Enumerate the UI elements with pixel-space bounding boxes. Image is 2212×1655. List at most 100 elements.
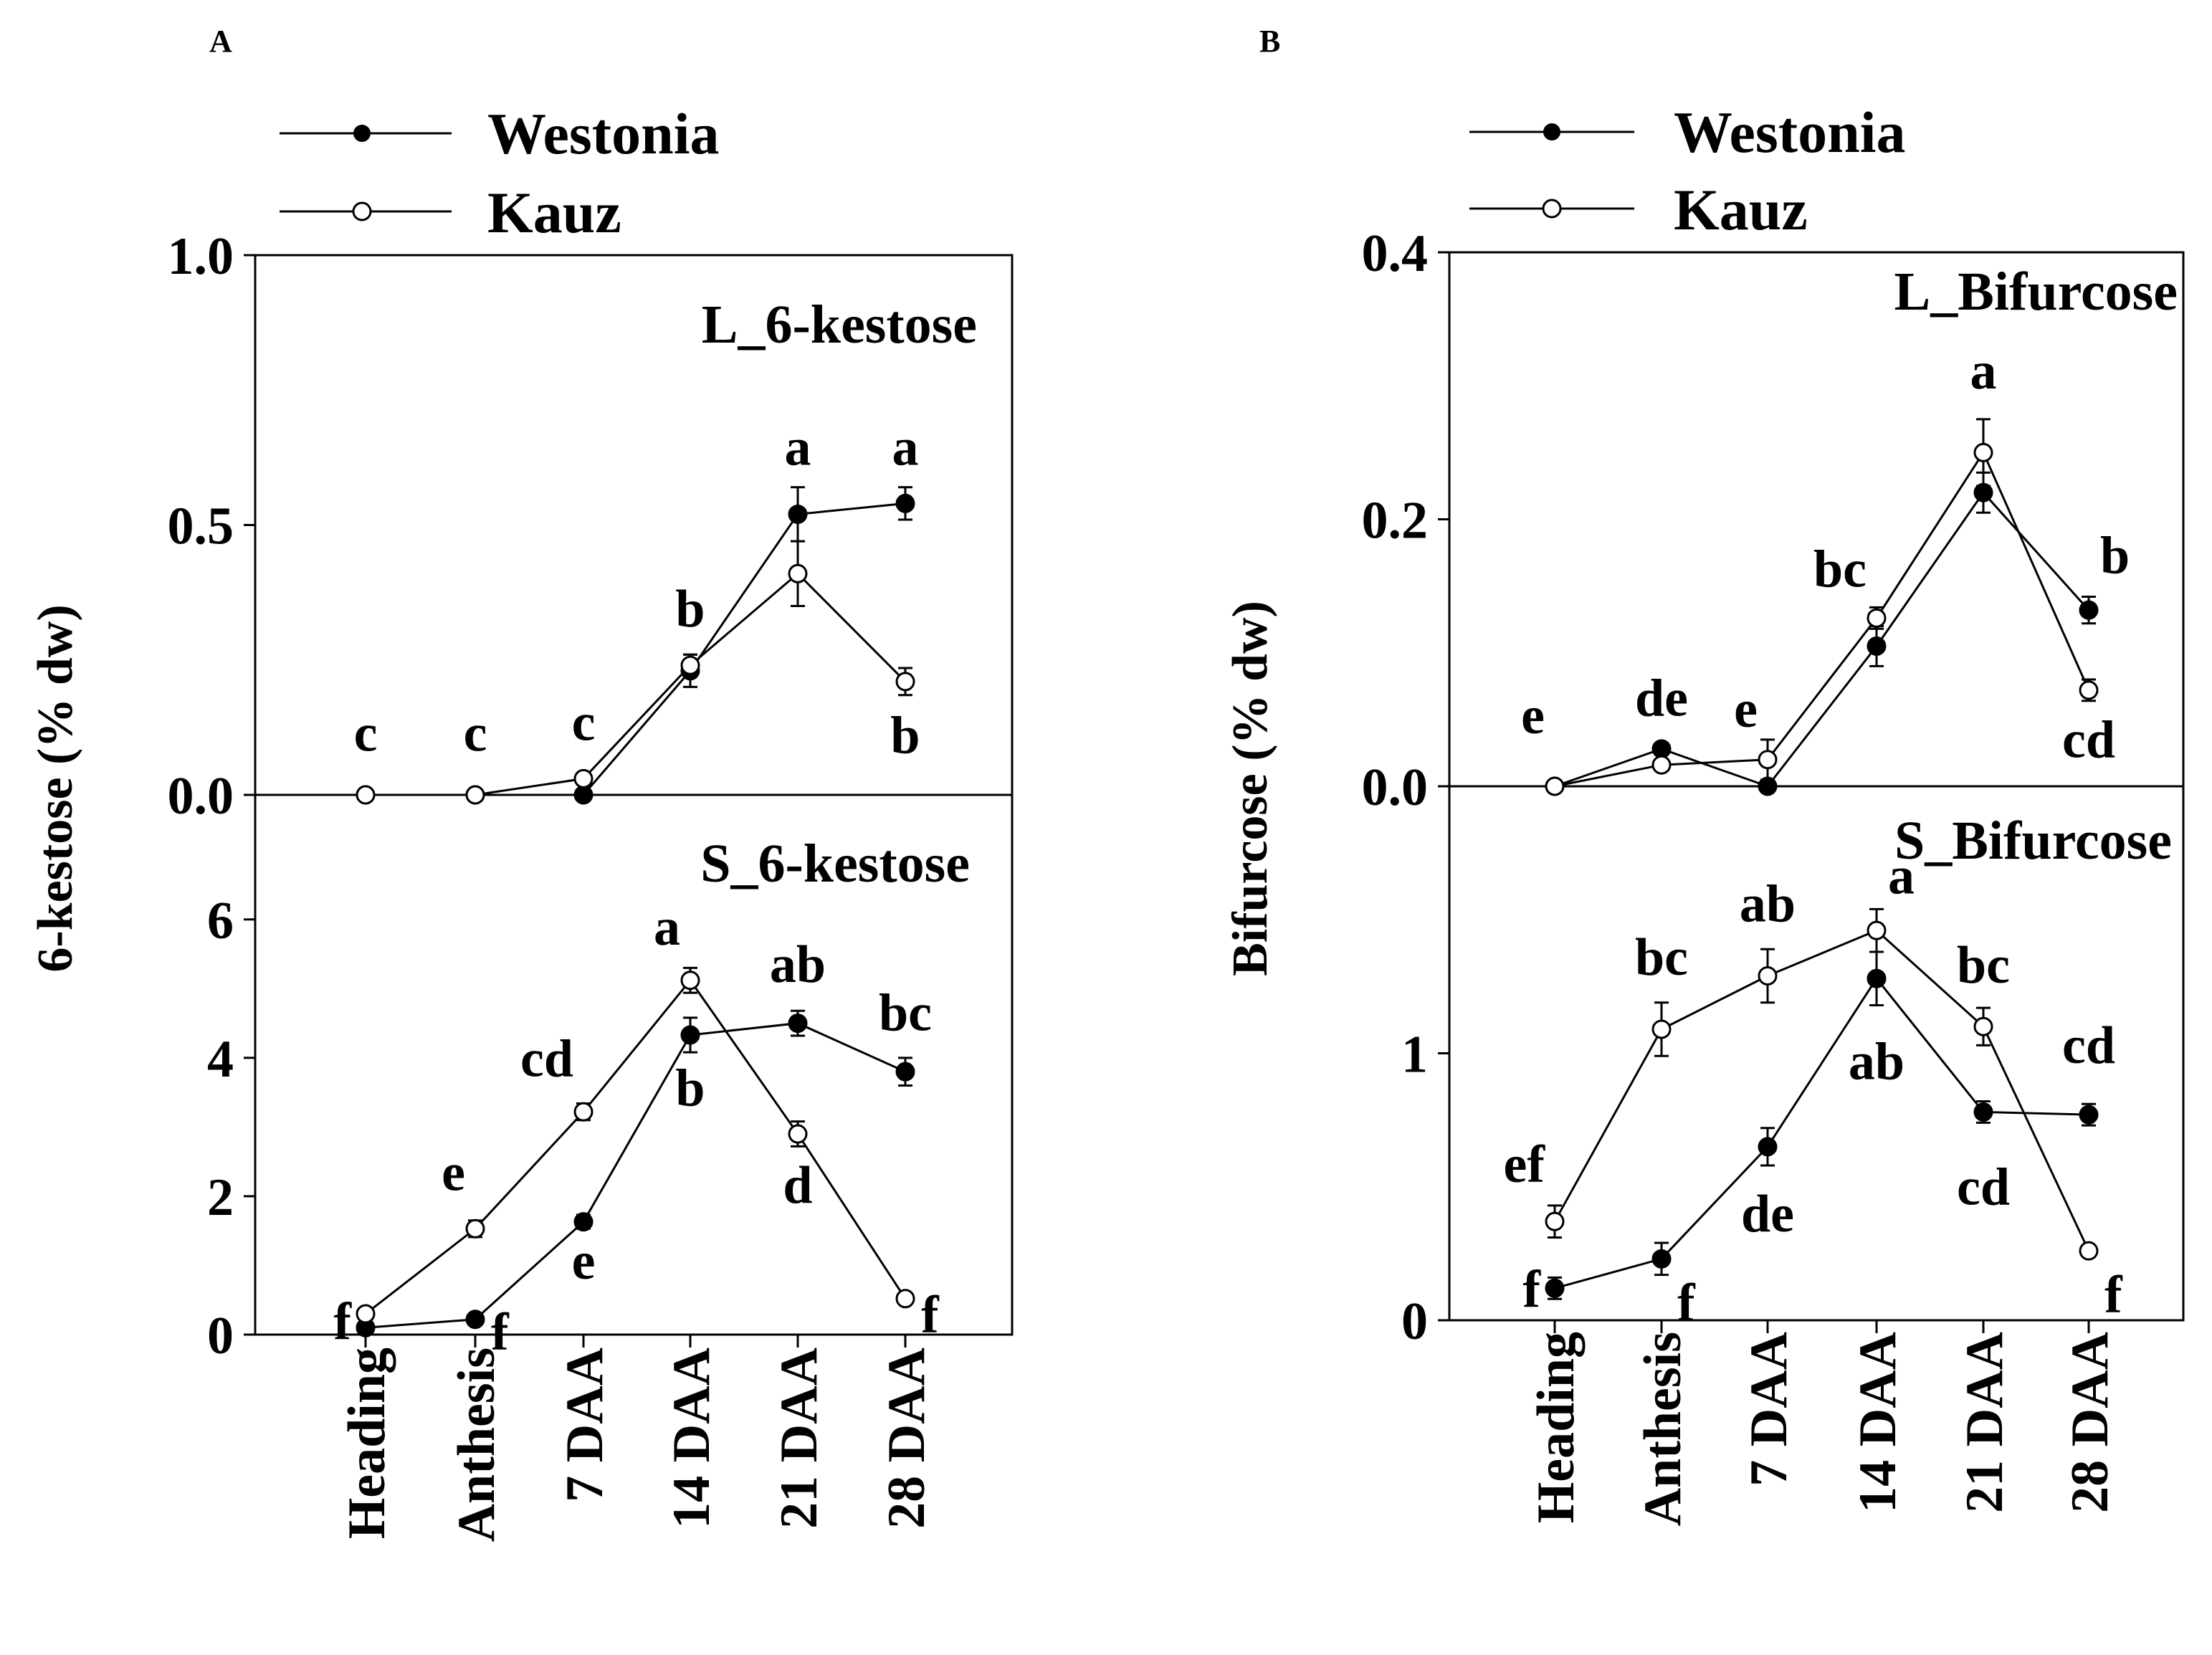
series-line-kauz [1554,450,2090,788]
significance-label: a [1970,342,1997,401]
significance-label: de [1635,669,1688,728]
y-tick-label: 0 [207,1307,234,1365]
y-tick-label: 1.0 [168,227,234,286]
kauz-data-point [465,1218,485,1239]
y-tick-label: 0.2 [1362,492,1429,550]
x-category-label: 14 DAA [1849,1332,1907,1513]
significance-label: ab [1740,874,1796,933]
open-circle-marker-icon [352,201,372,221]
significance-label: d [783,1156,812,1215]
open-circle-marker-icon [1542,199,1562,219]
significance-label: b [2100,527,2130,586]
kauz-data-point [788,563,808,583]
kauz-data-point [1867,608,1887,628]
significance-label: e [1734,680,1758,739]
westonia-data-point [2079,1105,2099,1125]
significance-label: e [1521,687,1545,745]
significance-label: de [1741,1185,1794,1244]
panel-letter-a: A [209,24,232,59]
legend-a: Westonia Kauz [280,101,719,245]
kauz-data-point [1651,755,1672,775]
series-line-westonia [1554,976,2089,1289]
kauz-data-point [465,785,485,805]
y-tick-label: 0.4 [1362,224,1429,283]
x-category-label: Heading [338,1348,396,1539]
x-category-label: 21 DAA [1955,1332,2014,1513]
kauz-data-point [680,970,700,991]
significance-label: ef [1504,1135,1546,1194]
significance-label: f [491,1303,510,1362]
significance-label: cd [2062,1016,2115,1075]
kauz-data-point [1867,920,1887,940]
x-category-label: 28 DAA [877,1348,936,1529]
y-tick-label: 0.0 [168,767,234,826]
legend-b: Westonia Kauz [1469,100,1905,242]
westonia-data-point [895,1062,915,1082]
x-category-label: 7 DAA [1740,1332,1798,1487]
significance-label: b [890,707,920,766]
significance-label: b [675,1059,705,1118]
series-line-westonia [1554,490,2090,788]
significance-label: bc [1635,928,1688,987]
kauz-data-point [1651,1019,1672,1039]
kauz-data-point [895,672,915,692]
panel-b: B Westonia Kauz Bifurcose (% dw) L_Bifur… [1223,24,2185,1526]
kauz-data-point [356,785,376,805]
significance-label: f [333,1293,352,1352]
x-category-label: 14 DAA [662,1348,721,1529]
significance-label: a [785,418,811,477]
kauz-data-point [2079,1241,2099,1261]
kauz-data-point [573,1102,593,1122]
y-tick-label: 1 [1401,1026,1428,1084]
y-axis-label-a: 6-kestose (% dw) [28,604,83,972]
significance-label: e [572,1232,596,1291]
westonia-data-point [1545,1278,1565,1298]
significance-label: ab [1849,1032,1904,1091]
westonia-data-point [788,1013,808,1034]
subplot-title-s-6-kestose: S_6-kestose [700,834,970,894]
kauz-data-point [1545,1211,1565,1231]
legend-kauz-label: Kauz [1674,177,1808,242]
x-category-label: Anthesis [447,1348,506,1542]
westonia-data-point [895,493,915,513]
significance-label: c [572,693,596,752]
series-line-kauz [365,978,907,1315]
westonia-data-point [1758,1137,1778,1157]
filled-circle-marker-icon [353,125,371,142]
significance-label: cd [520,1029,573,1088]
subplot-title-l-bifurcose: L_Bifurcose [1894,262,2178,322]
series-line-westonia [365,1022,906,1329]
significance-label: a [654,898,680,957]
y-tick-label: 2 [207,1168,234,1227]
significance-label: bc [1813,540,1867,598]
significance-label: b [675,580,705,639]
significance-label: f [1677,1274,1696,1332]
x-category-label: 21 DAA [770,1348,829,1529]
kauz-data-point [1758,750,1778,770]
significance-label: f [921,1286,940,1345]
significance-label: a [892,418,919,477]
westonia-data-point [680,1025,700,1045]
y-tick-label: 4 [207,1030,234,1089]
subplot-title-s-bifurcose: S_Bifurcose [1894,811,2172,871]
significance-label: bc [1957,936,2010,995]
westonia-data-point [1973,1102,1993,1122]
y-tick-label: 0 [1401,1292,1428,1351]
significance-label: c [464,704,487,763]
westonia-data-point [1867,968,1887,988]
series-line-kauz [1553,929,2090,1251]
y-axis-label-b: Bifurcose (% dw) [1223,601,1278,976]
significance-label: f [2104,1266,2123,1325]
kauz-data-point [573,768,593,788]
panel-a: A Westonia Kauz 6-kestose (% dw) L_6-kes… [28,24,1014,1542]
kauz-data-point [680,655,700,675]
y-tick-label: 0.0 [1362,758,1429,817]
westonia-data-point [573,1212,593,1232]
westonia-data-point [788,504,808,524]
westonia-data-point [465,1310,485,1330]
westonia-data-point [1867,636,1887,656]
legend-kauz-label: Kauz [487,180,621,245]
